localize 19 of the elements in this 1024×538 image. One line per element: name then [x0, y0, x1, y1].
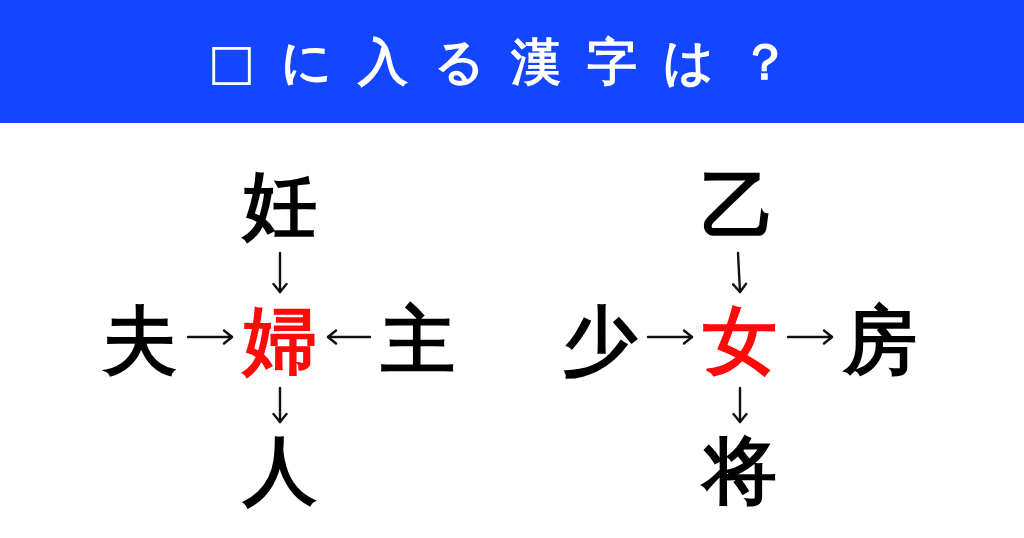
kanji-character: 乙: [700, 167, 776, 243]
arrow: [186, 329, 234, 345]
answer-kanji: 女: [702, 302, 778, 378]
title-text: □に入る漢字は？: [207, 31, 817, 92]
kanji-character: 房: [842, 302, 918, 378]
arrow: [786, 329, 834, 345]
arrow: [732, 386, 748, 424]
kanji-character: 人: [242, 432, 318, 508]
arrow: [326, 329, 372, 345]
answer-kanji: 婦: [242, 302, 318, 378]
arrow: [272, 251, 288, 294]
kanji-character: 妊: [242, 167, 318, 243]
kanji-character: 少: [562, 302, 638, 378]
kanji-character: 主: [380, 302, 456, 378]
kanji-character: 将: [702, 432, 778, 508]
arrow: [272, 386, 288, 424]
kanji-character: 夫: [102, 302, 178, 378]
arrow: [646, 329, 694, 345]
arrow: [731, 251, 748, 294]
